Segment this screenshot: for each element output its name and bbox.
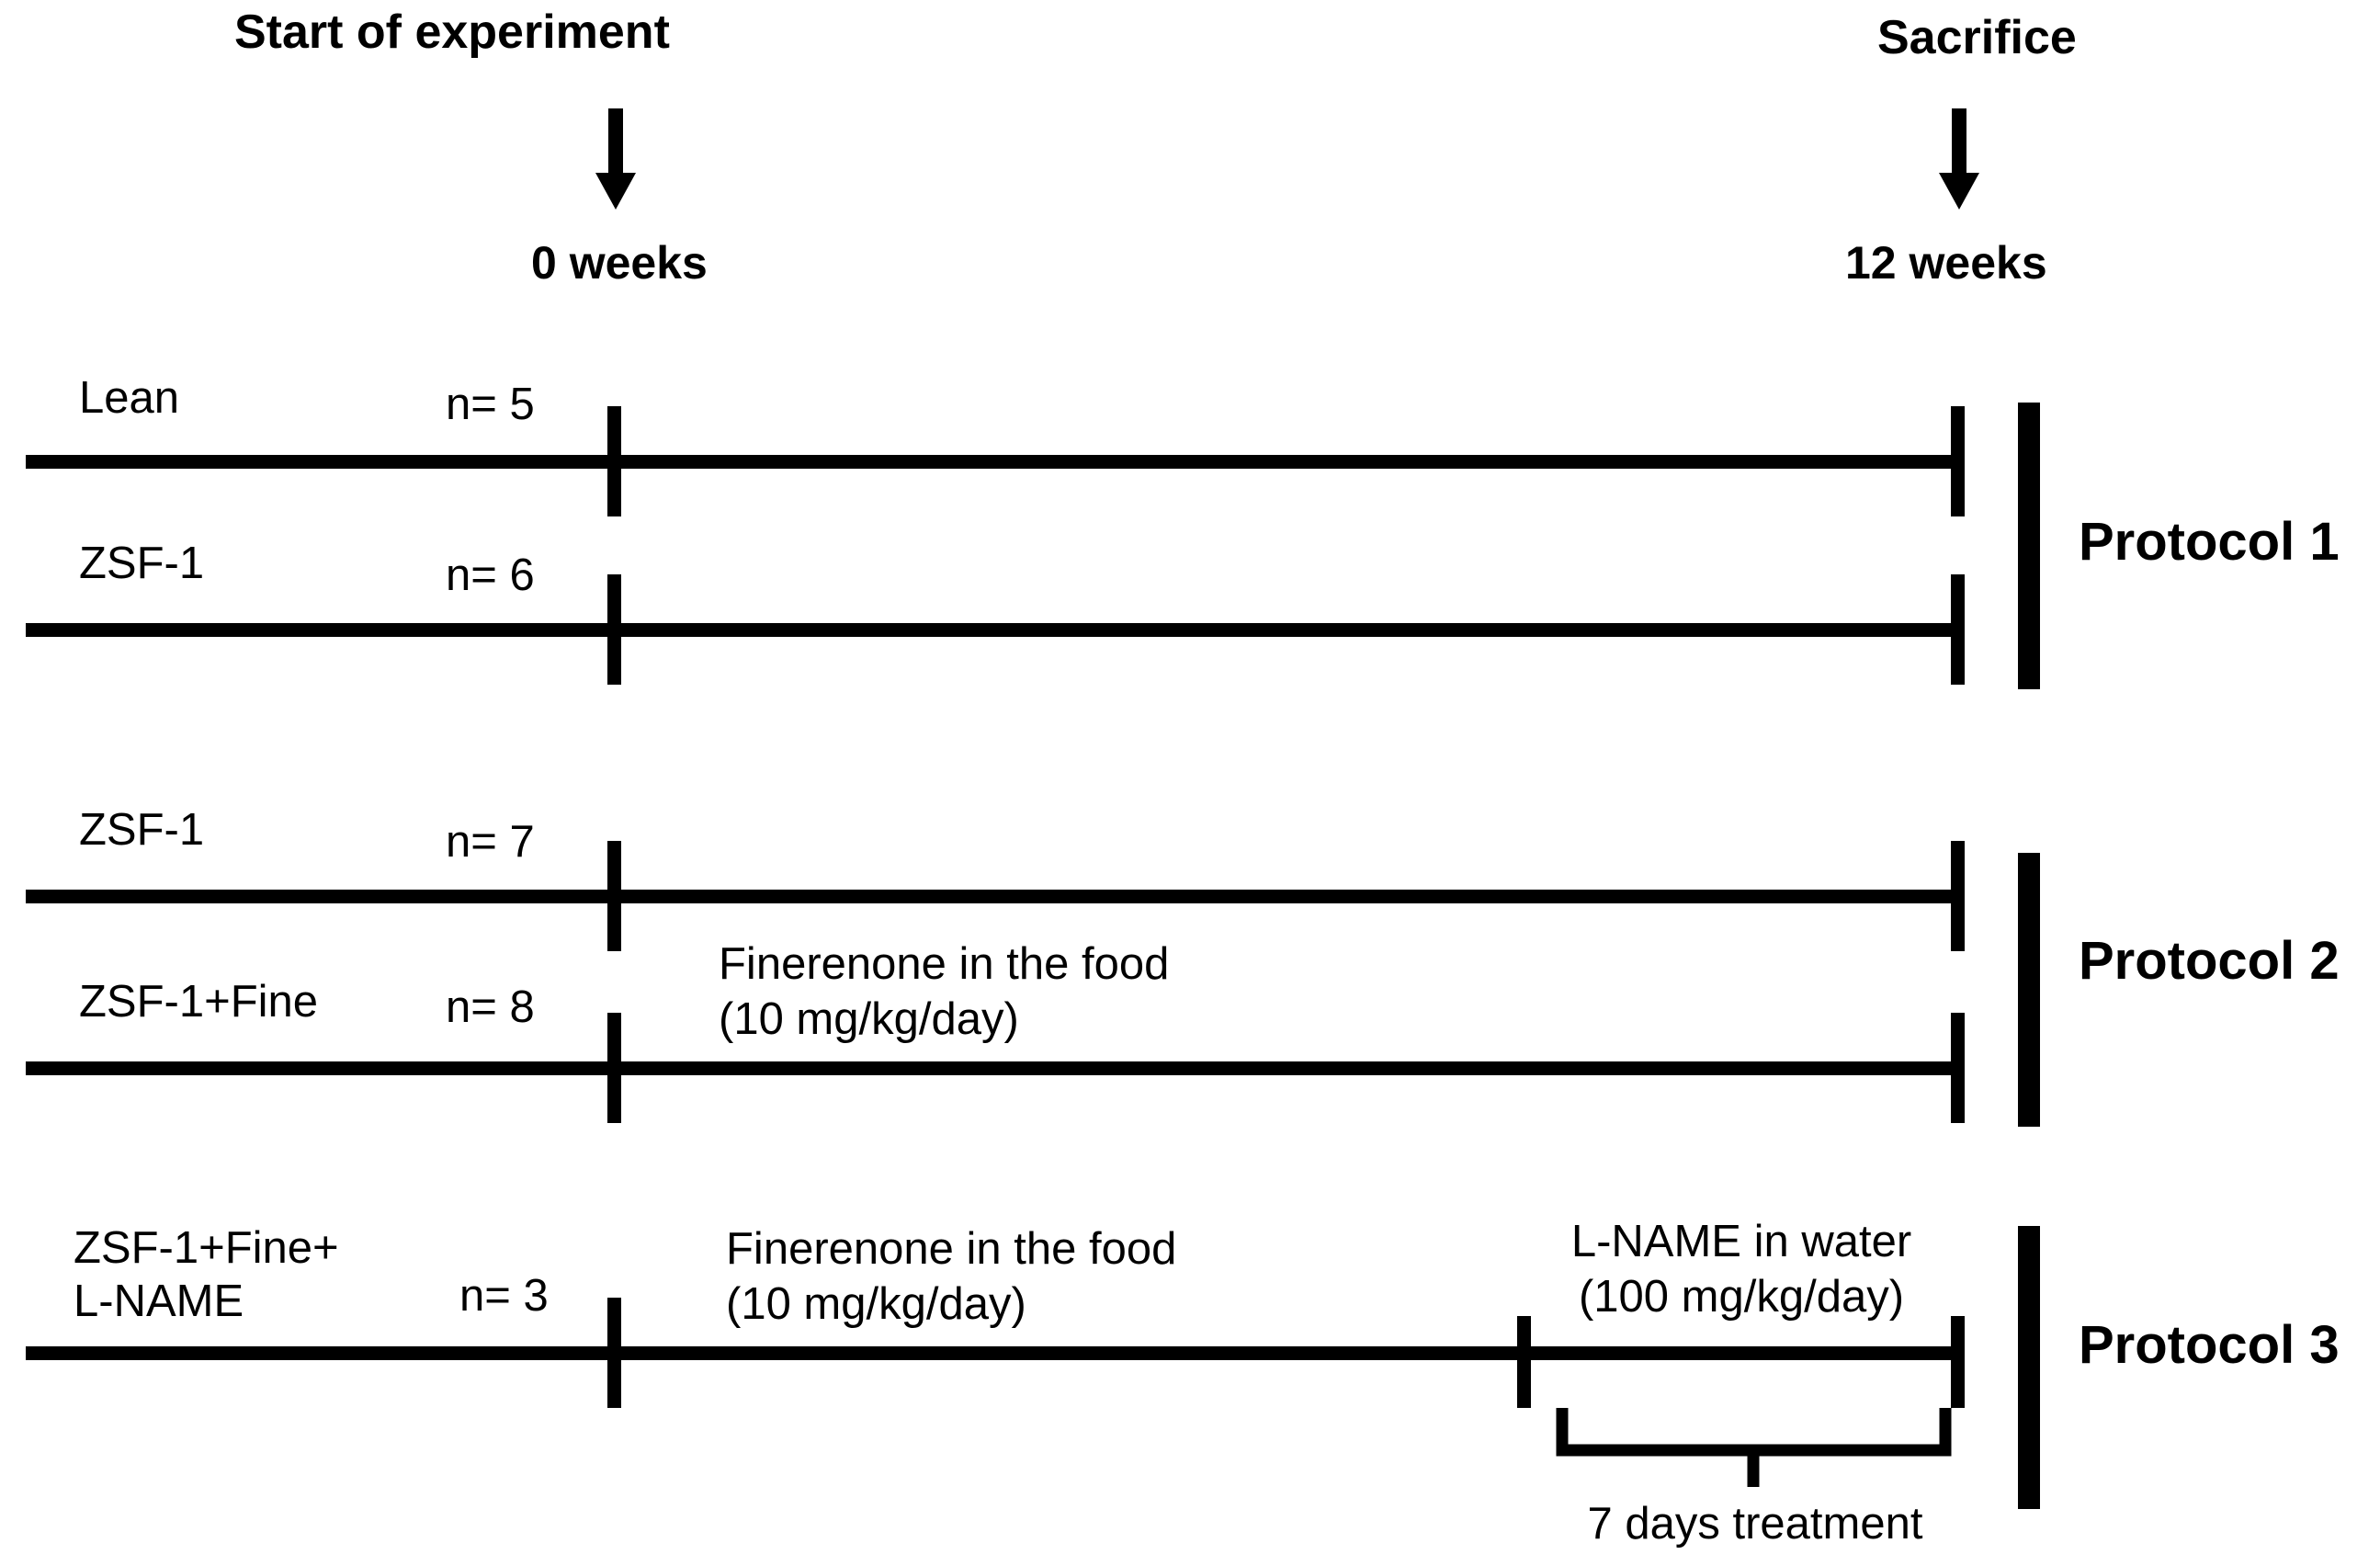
timeline-tick-end-zsf1-fine [1951, 1013, 1965, 1123]
n-label-zsf1-p1: n= 6 [446, 550, 535, 600]
timeline-tick-start-zsf1-p2 [607, 841, 621, 951]
timeline-line-zsf1-fine [26, 1061, 1965, 1075]
group-label-lean: Lean [79, 373, 180, 423]
timeline-tick-end-lean [1951, 406, 1965, 516]
protocol-name-1: Protocol 1 [2079, 512, 2340, 572]
group-label-zsf1-fine-lname: ZSF-1+Fine+ L-NAME [74, 1223, 339, 1326]
protocol-name-2: Protocol 2 [2079, 931, 2340, 991]
timeline-tick-start-zsf1-fine-lname [607, 1298, 621, 1408]
event-title-start: Start of experiment [234, 6, 670, 59]
timeline-line-zsf1-p2 [26, 890, 1965, 903]
timeline-line-zsf1-fine-lname [26, 1346, 1965, 1360]
treatment-label-finerenone-p3: Finerenone in the food (10 mg/kg/day) [726, 1224, 1177, 1329]
treatment-duration-brace-icon [1553, 1406, 1955, 1494]
protocol-bracket-3 [2018, 1226, 2040, 1509]
timeline-tick-start-zsf1-fine [607, 1013, 621, 1123]
timeline-tick-lname-start [1517, 1316, 1531, 1408]
group-label-zsf1-p2: ZSF-1 [79, 805, 205, 855]
down-arrow-icon-end [1932, 108, 1987, 210]
timeline-line-lean [26, 455, 1965, 469]
event-title-end: Sacrifice [1877, 11, 2077, 64]
protocol-bracket-1 [2018, 403, 2040, 689]
n-label-zsf1-fine: n= 8 [446, 982, 535, 1032]
timeline-tick-end-zsf1-p1 [1951, 574, 1965, 685]
timeline-tick-end-zsf1-fine-lname [1951, 1316, 1965, 1408]
timeline-line-zsf1-p1 [26, 623, 1965, 637]
event-week-end: 12 weeks [1845, 237, 2047, 289]
timeline-tick-end-zsf1-p2 [1951, 841, 1965, 951]
group-label-zsf1-fine: ZSF-1+Fine [79, 977, 319, 1027]
event-week-start: 0 weeks [531, 237, 708, 289]
protocol-name-3: Protocol 3 [2079, 1315, 2340, 1375]
treatment-label-finerenone-p2: Finerenone in the food (10 mg/kg/day) [719, 939, 1170, 1044]
group-label-zsf1-p1: ZSF-1 [79, 539, 205, 588]
n-label-zsf1-fine-lname: n= 3 [459, 1271, 549, 1321]
n-label-zsf1-p2: n= 7 [446, 817, 535, 867]
n-label-lean: n= 5 [446, 380, 535, 429]
treatment-label-lname: L-NAME in water (100 mg/kg/day) [1570, 1217, 1912, 1322]
timeline-tick-start-zsf1-p1 [607, 574, 621, 685]
protocol-bracket-2 [2018, 853, 2040, 1127]
timeline-tick-start-lean [607, 406, 621, 516]
brace-caption-7-days: 7 days treatment [1587, 1499, 1923, 1549]
down-arrow-icon-start [588, 108, 643, 210]
